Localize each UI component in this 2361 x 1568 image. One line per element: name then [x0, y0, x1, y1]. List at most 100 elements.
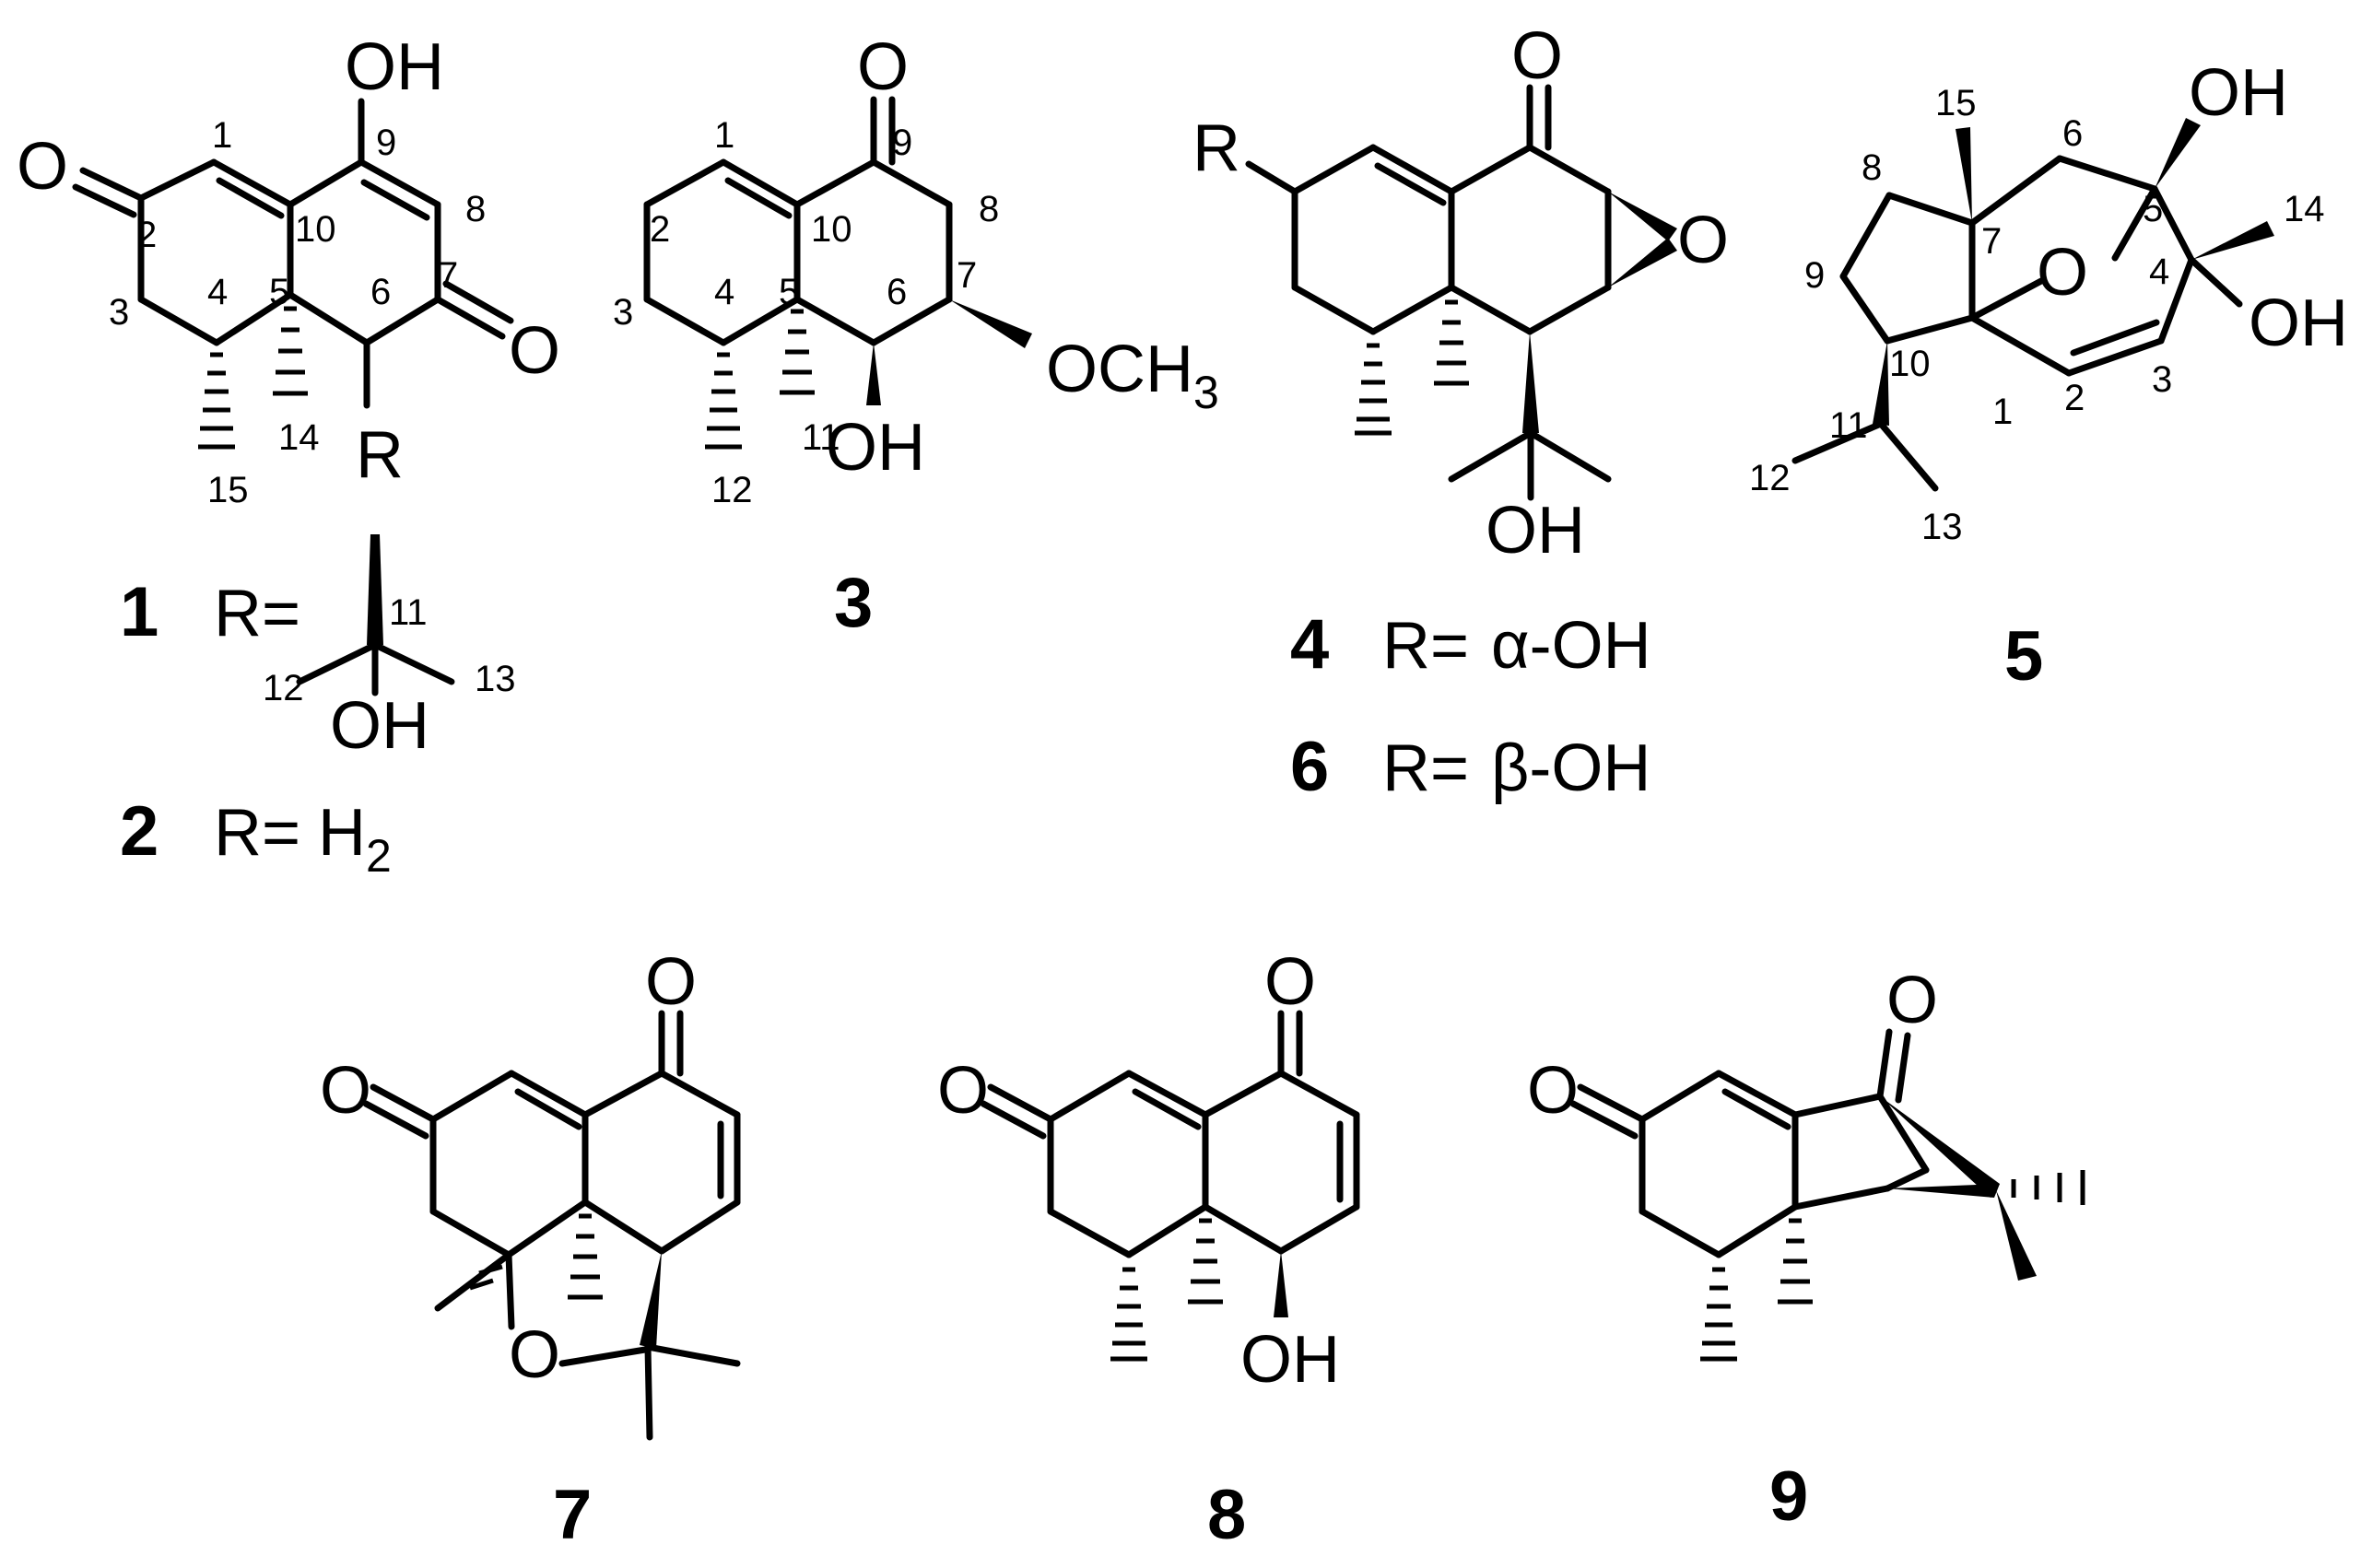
atom-oh-c6: OH: [826, 411, 925, 485]
hashed-methyl-c5: [568, 1213, 603, 1300]
hashed-methyl-c5: [273, 306, 308, 396]
locant-8: 8: [979, 189, 999, 229]
hashed-methyl-c5: [1778, 1218, 1813, 1305]
locant-10: 10: [811, 209, 852, 250]
compound-6-r-label: R=: [1382, 731, 1469, 805]
locant-1: 1: [714, 115, 734, 156]
atom-o-ketone-a: O: [320, 1054, 371, 1128]
compound-8-structure: O O OH: [937, 945, 1360, 1397]
atom-oh-c9: OH: [345, 30, 444, 104]
compound-8-id: 8: [1207, 1476, 1246, 1554]
atom-o-ketone-b: O: [1264, 945, 1316, 1019]
locant-12: 12: [263, 668, 304, 708]
locant-11: 11: [802, 417, 840, 458]
compound-2-r-value-sub: 2: [366, 830, 392, 882]
compound-4-r-value: α-OH: [1491, 609, 1651, 683]
locant-2: 2: [136, 215, 157, 255]
atom-oh: OH: [1240, 1323, 1340, 1397]
compound-5-structure: O OH OH 1 2 3 4 5 6 7 8 9 10 11 12 13 14…: [1749, 56, 2348, 547]
compound-2-r-label: R=: [214, 796, 300, 870]
locant-9: 9: [892, 123, 912, 163]
locant-2: 2: [650, 209, 670, 250]
compound-4-structure: R O O OH: [1192, 19, 1729, 568]
locant-10: 10: [295, 209, 336, 250]
locant-6: 6: [370, 272, 391, 312]
atom-o-ketone-b: O: [1886, 964, 1938, 1037]
atom-r-c6: R: [356, 418, 404, 492]
compound-3-id: 3: [834, 564, 873, 642]
locant-5: 5: [269, 272, 289, 312]
locant-6: 6: [2062, 113, 2083, 154]
locant-4: 4: [2149, 252, 2169, 292]
locant-1: 1: [212, 115, 232, 156]
methoxy-main: OCH: [1046, 333, 1193, 406]
locant-12: 12: [1749, 458, 1791, 498]
locant-15: 15: [1935, 83, 1977, 123]
compound-2-r-value: H2: [318, 796, 392, 882]
locant-15: 15: [207, 470, 249, 510]
atom-o-bridge: O: [2037, 236, 2088, 310]
locant-4: 4: [207, 272, 228, 312]
locant-2: 2: [2064, 378, 2085, 418]
hashed-methyl-c5: [1188, 1218, 1223, 1305]
atom-r: R: [1192, 111, 1240, 185]
locant-9: 9: [376, 123, 396, 163]
locant-8: 8: [465, 189, 486, 229]
compound-9-id: 9: [1769, 1457, 1808, 1536]
compound-5-id: 5: [2004, 617, 2043, 696]
compound-7-structure: O O O: [320, 945, 741, 1441]
hashed-methyl-c4: [1700, 1267, 1737, 1362]
hashed-methyl-c5: [1434, 299, 1469, 386]
locant-7: 7: [438, 255, 458, 296]
hashed-methyl-c4: [705, 352, 742, 450]
atom-o-ketone: O: [1511, 19, 1563, 93]
compound-1-structure: O OH O R 1 2 3 4 5 6 7 8 9 10 15 14: [17, 30, 560, 510]
compound-6-r-value: β-OH: [1491, 731, 1650, 805]
hashed-methyl-cyclopropane: [2011, 1170, 2085, 1205]
locant-4: 4: [714, 272, 734, 312]
locant-13: 13: [1921, 507, 1963, 547]
locant-13: 13: [475, 659, 516, 699]
compound-9-structure: O O: [1527, 964, 2085, 1362]
locant-5: 5: [779, 272, 799, 312]
locant-9: 9: [1804, 255, 1825, 296]
compound-4-r-label: R=: [1382, 609, 1469, 683]
atom-o-epoxide: O: [1677, 204, 1729, 277]
atom-methoxy-c7: OCH3: [1046, 333, 1219, 418]
hashed-methyl-c4: [1355, 343, 1392, 436]
locant-3: 3: [109, 292, 129, 333]
locant-14: 14: [2284, 189, 2325, 229]
atom-o-ketone-b: O: [645, 945, 697, 1019]
locant-3: 3: [613, 292, 633, 333]
compound-1-id: 1: [120, 573, 159, 651]
compound-3-structure: O OCH3 OH 1 2 3 4 5 6 7 8 9 10 11 12: [613, 30, 1219, 510]
atom-oh-c5: OH: [2189, 56, 2288, 130]
locant-11: 11: [1829, 405, 1868, 446]
compound-1-r-group: 11 12 13 OH: [263, 534, 516, 763]
compound-2-id: 2: [120, 792, 159, 871]
locant-1: 1: [1992, 392, 2013, 432]
locant-5: 5: [2143, 189, 2163, 229]
atom-o-ketone-a: O: [937, 1054, 989, 1128]
atom-oh-c11: OH: [330, 689, 429, 763]
locant-3: 3: [2152, 359, 2172, 400]
methoxy-sub: 3: [1193, 367, 1219, 418]
locant-14: 14: [278, 417, 320, 458]
compound-4-id: 4: [1290, 605, 1329, 684]
atom-o-ring: O: [509, 1318, 560, 1392]
atom-o-c7: O: [509, 314, 560, 388]
atom-o-ketone-a: O: [1527, 1054, 1579, 1128]
atom-o-c9: O: [857, 30, 909, 104]
hashed-methyl-c4: [198, 352, 235, 450]
locant-8: 8: [1862, 147, 1882, 188]
locant-12: 12: [711, 470, 753, 510]
compound-1-r-label: R=: [214, 577, 300, 650]
locant-7: 7: [1981, 221, 2002, 262]
compound-2-r-value-main: H: [318, 796, 366, 870]
hashed-methyl-c5: [780, 309, 815, 395]
atom-oh-c4: OH: [2249, 287, 2348, 360]
hashed-methyl-c4: [1110, 1267, 1147, 1362]
atom-oh-side: OH: [1486, 494, 1585, 568]
locant-7: 7: [957, 255, 977, 296]
